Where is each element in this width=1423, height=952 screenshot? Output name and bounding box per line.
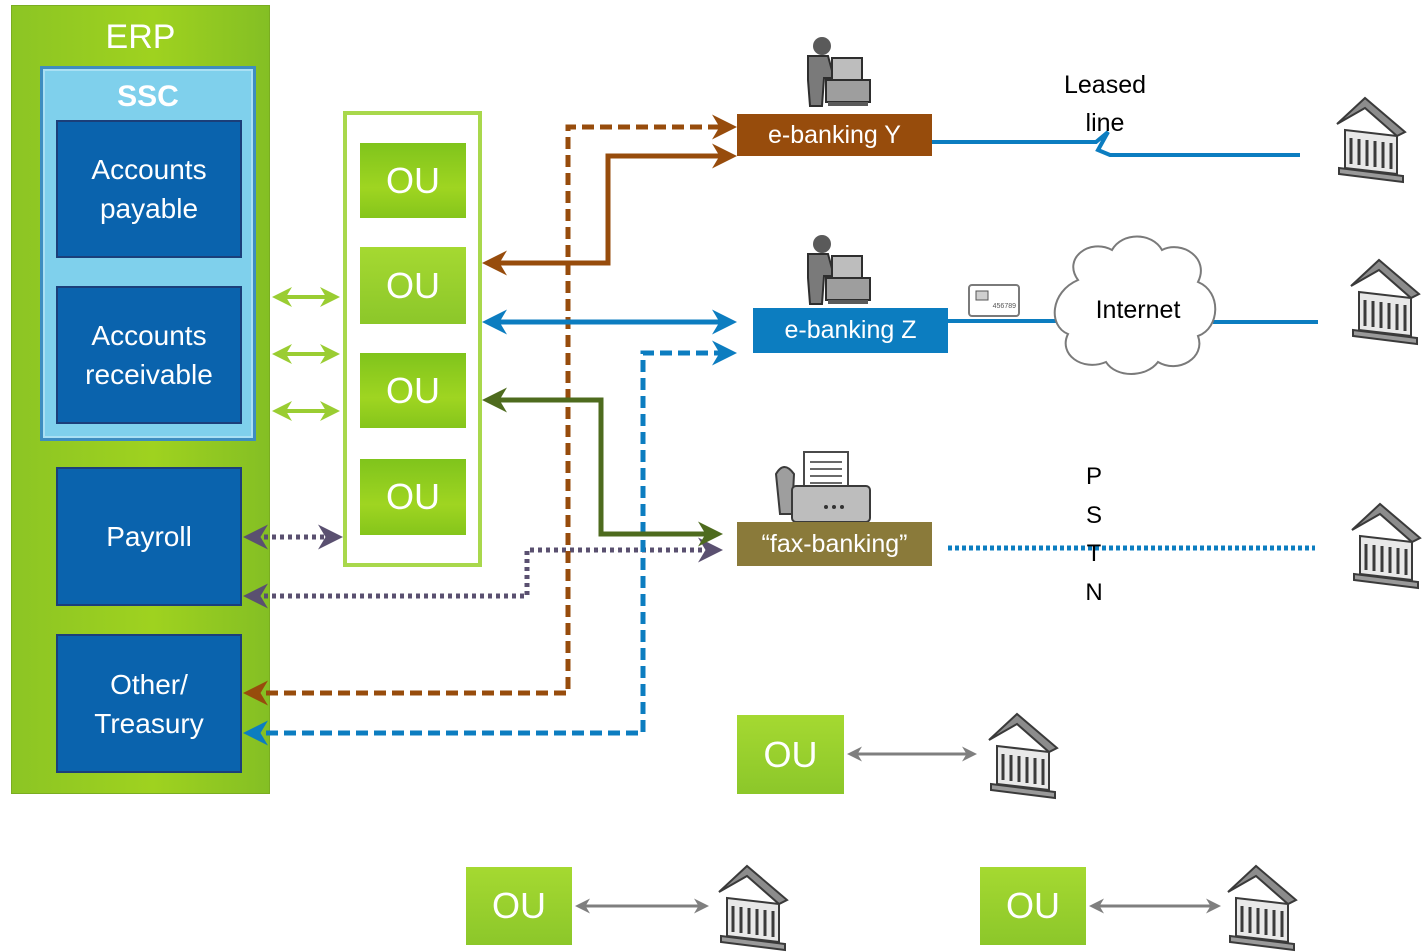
card-icon (968, 284, 1020, 317)
leased-line-label-line1: Leased (1063, 71, 1147, 99)
ebanking-y-label: e-banking Y (768, 120, 901, 149)
payroll-module: Payroll (56, 467, 242, 606)
accounts-payable-module: Accounts payable (56, 120, 242, 258)
bank-icon (1226, 864, 1298, 952)
card-number-label: 456789 (992, 303, 1016, 310)
module-label-line2: receivable (85, 359, 213, 390)
pstn-letter: N (1085, 578, 1103, 606)
ebanking-z-box: e-banking Z (753, 308, 948, 353)
ou-label: OU (492, 885, 546, 926)
module-label-line1: Accounts (91, 154, 207, 185)
payroll-label: Payroll (106, 521, 192, 552)
fax-machine-icon (774, 451, 871, 523)
module-label-line2: Treasury (94, 707, 204, 739)
module-label-line1: Accounts (91, 320, 207, 351)
bank-icon (1350, 502, 1422, 590)
leased-line-label-line2: line (1085, 109, 1125, 137)
ebanking-y-box: e-banking Y (737, 114, 932, 156)
module-label-line1: Other/ (110, 668, 188, 700)
pstn-letter: T (1086, 540, 1102, 567)
operator-icon (807, 234, 871, 305)
fax-banking-label: “fax-banking” (761, 529, 908, 558)
internet-label: Internet (1095, 296, 1181, 324)
ou-label: OU (1006, 885, 1060, 926)
module-label-line2: payable (99, 193, 199, 224)
direct-ou-box: OU (466, 867, 572, 945)
direct-ou-box: OU (737, 715, 844, 794)
leased-line-label: Leased line (1050, 66, 1160, 142)
fax-banking-box: “fax-banking” (737, 522, 932, 566)
pstn-label: P S T N (1082, 458, 1106, 612)
pstn-letter: S (1085, 501, 1102, 529)
direct-ou-box: OU (980, 867, 1086, 945)
ou-label: OU (763, 733, 818, 775)
bank-icon (717, 864, 789, 952)
ssc-title: SSC (117, 80, 179, 113)
accounts-receivable-module: Accounts receivable (56, 286, 242, 424)
bank-icon (1349, 258, 1421, 346)
operator-icon (807, 36, 871, 107)
leased-line (932, 130, 1300, 157)
ou-ebanking-y-link (482, 143, 737, 276)
erp-title: ERP (105, 18, 176, 56)
bank-icon (1335, 96, 1407, 184)
pstn-letter: P (1085, 463, 1102, 490)
cloud-icon (1053, 235, 1217, 375)
bank-icon (987, 712, 1059, 800)
ou-fax-link (482, 387, 723, 547)
payroll-fax-link (243, 537, 723, 609)
ebanking-z-label: e-banking Z (784, 316, 917, 344)
other-treasury-module: Other/ Treasury (56, 634, 242, 773)
